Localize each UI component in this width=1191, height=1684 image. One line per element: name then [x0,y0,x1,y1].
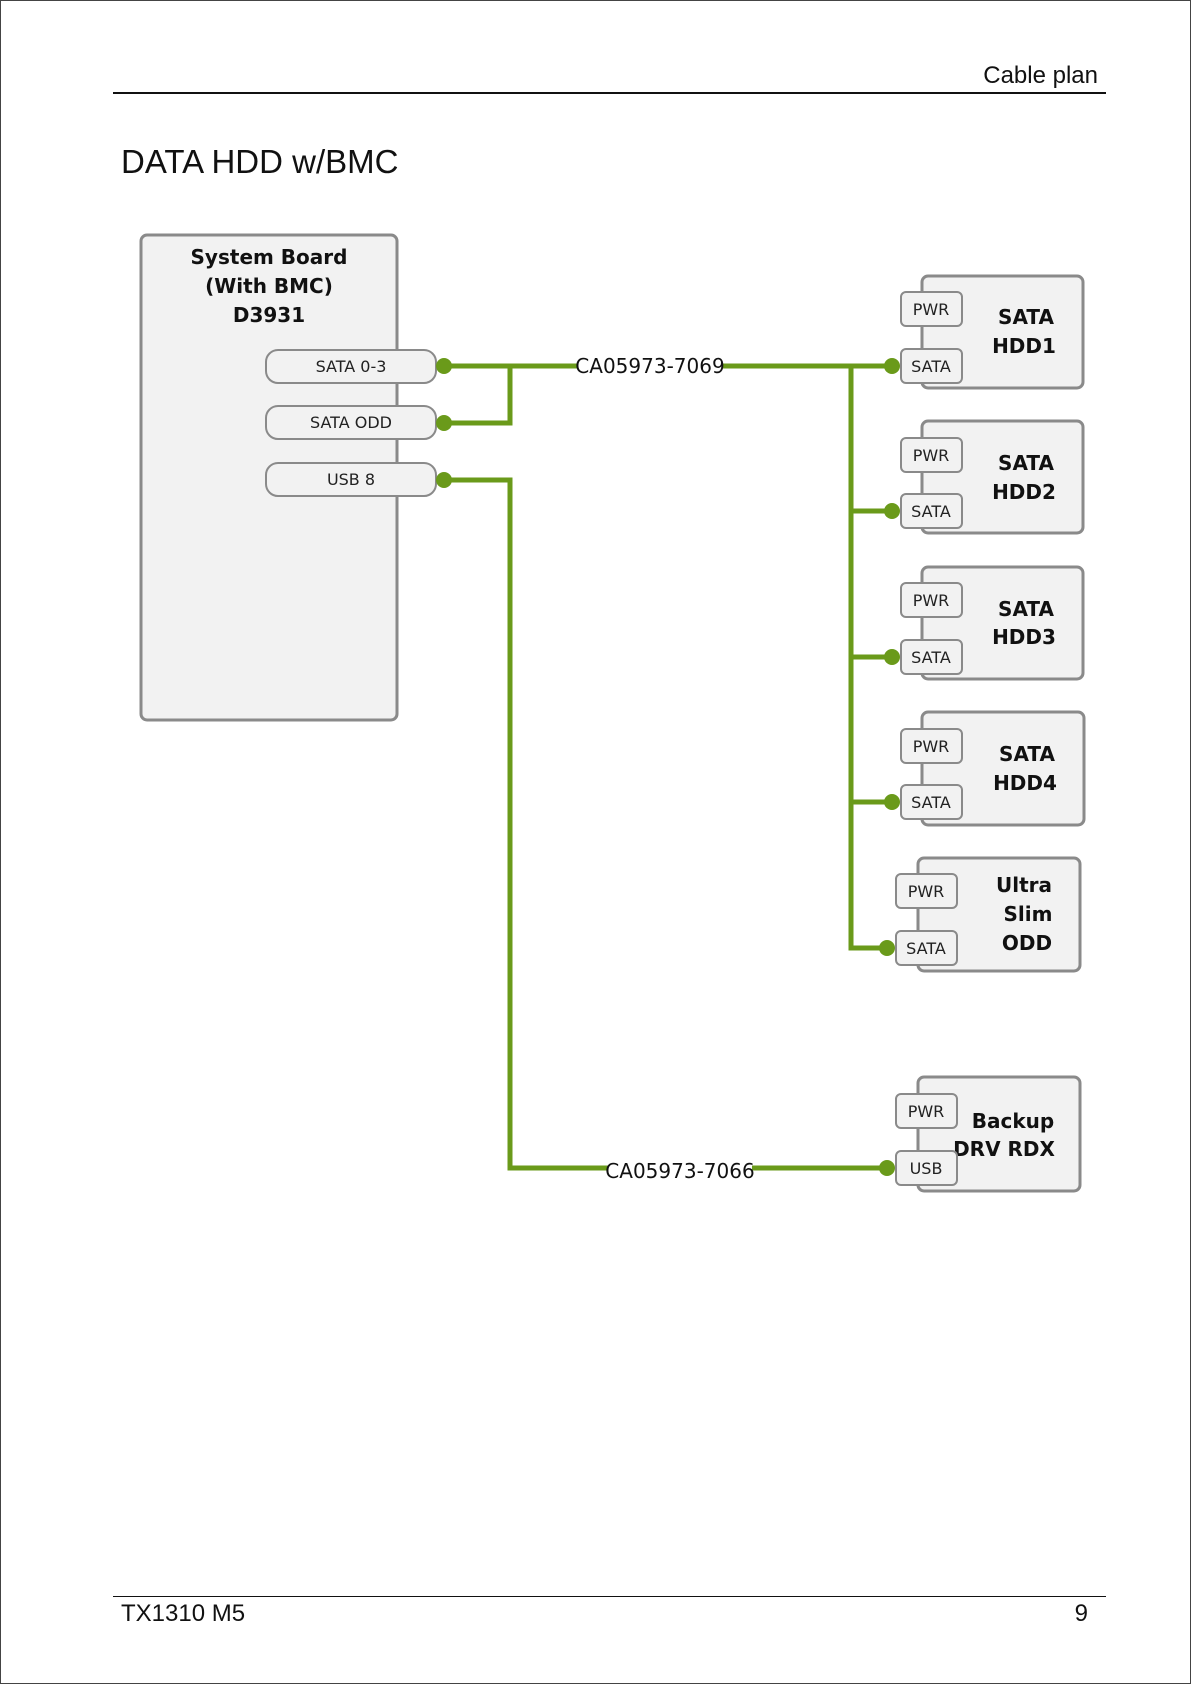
connector-dot-sata-odd [436,415,452,431]
device-odd-title-line-2: Slim [1004,902,1053,926]
device-hdd4-pwr-label: PWR [913,737,950,756]
cable-ca05973-7066: CA05973-7066 [444,480,887,1183]
connector-dot-usb-8 [436,472,452,488]
connector-dot-hdd3 [884,649,900,665]
device-rdx-usb-label: USB [910,1159,943,1178]
device-odd-sata-label: SATA [906,939,946,958]
footer-model: TX1310 M5 [121,1600,245,1628]
device-hdd3-title-line-2: HDD3 [992,625,1056,649]
system-board-title-line-3: D3931 [233,303,305,327]
connector-dot-rdx [879,1160,895,1176]
device-backup-rdx: Backup DRV RDX PWR USB [896,1077,1080,1191]
system-board: System Board (With BMC) D3931 SATA 0-3 S… [141,235,436,720]
cable-7066-label: CA05973-7066 [605,1159,754,1183]
cable-7066-segment-left [444,480,608,1168]
device-hdd1-pwr-label: PWR [913,300,950,319]
cable-7069-odd-branch [444,366,510,423]
footer-rule [113,1596,1106,1597]
device-hdd3-sata-label: SATA [911,648,951,667]
device-hdd4-title-line-1: SATA [999,742,1055,766]
device-hdd1-sata-label: SATA [911,357,951,376]
device-hdd2-title-line-1: SATA [998,451,1054,475]
device-hdd4-title-line-2: HDD4 [993,771,1057,795]
device-odd-pwr-label: PWR [908,882,945,901]
device-hdd4-sata-label: SATA [911,793,951,812]
device-rdx-title-line-1: Backup [972,1109,1054,1133]
device-hdd1: SATA HDD1 PWR SATA [901,276,1083,388]
device-odd-title-line-3: ODD [1002,931,1052,955]
device-hdd2-pwr-label: PWR [913,446,950,465]
device-hdd2-sata-label: SATA [911,502,951,521]
connector-dot-hdd1 [884,358,900,374]
footer-page-number: 9 [1075,1600,1088,1628]
device-hdd1-title-line-1: SATA [998,305,1054,329]
device-hdd2-title-line-2: HDD2 [992,480,1056,504]
device-hdd3-title-line-1: SATA [998,597,1054,621]
connector-dot-hdd4 [884,794,900,810]
device-ultra-slim-odd: Ultra Slim ODD PWR SATA [896,858,1080,971]
device-hdd3: SATA HDD3 PWR SATA [901,567,1083,679]
port-sata-0-3-label: SATA 0-3 [316,357,387,376]
connector-dot-sata-0-3 [436,358,452,374]
port-sata-odd-label: SATA ODD [310,413,392,432]
connector-dot-odd [879,940,895,956]
device-odd-title-line-1: Ultra [996,873,1052,897]
device-hdd1-title-line-2: HDD1 [992,334,1056,358]
system-board-title-line-2: (With BMC) [205,274,333,298]
system-board-title-line-1: System Board [191,245,348,269]
port-usb-8-label: USB 8 [327,470,375,489]
device-rdx-title-line-2: DRV RDX [953,1137,1055,1161]
device-hdd4: SATA HDD4 PWR SATA [901,712,1084,825]
device-hdd2: SATA HDD2 PWR SATA [901,421,1083,533]
device-rdx-pwr-label: PWR [908,1102,945,1121]
device-hdd3-pwr-label: PWR [913,591,950,610]
cable-7069-label: CA05973-7069 [575,354,724,378]
connector-dot-hdd2 [884,503,900,519]
